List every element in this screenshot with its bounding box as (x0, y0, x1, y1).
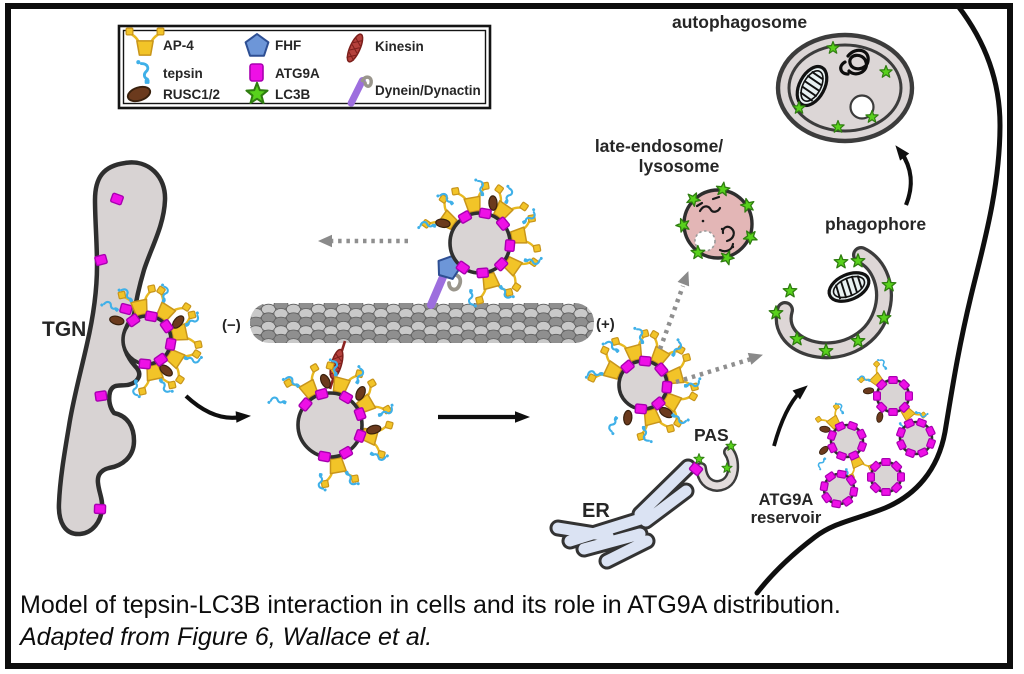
legend-label-atg9a: ATG9A (275, 66, 320, 81)
atg9a-icon (249, 63, 264, 82)
ap4-coated-vesicle (583, 325, 703, 445)
atg9a-reservoir-vesicle (814, 400, 876, 482)
atg9a-icon (849, 486, 859, 497)
reservoir-to-phagophore-arrow (772, 380, 812, 447)
atg9a-icon (866, 472, 876, 482)
microtubule (250, 303, 594, 343)
legend-item-fhf: FHF (244, 33, 301, 57)
legend-label-kinesin: Kinesin (375, 39, 424, 54)
legend-label-dynein: Dynein/Dynactin (375, 83, 481, 98)
atg9a-icon (881, 488, 891, 496)
legend-item-atg9a: ATG9A (249, 63, 320, 82)
atg9a-icon (896, 472, 906, 482)
atg9a-reservoir-vesicle (855, 356, 930, 436)
legend-label-rusc: RUSC1/2 (163, 87, 220, 102)
legend-item-tepsin: tepsin (134, 58, 203, 86)
atg9a-icon (661, 380, 673, 394)
atg9a-icon (476, 267, 490, 279)
late-endosome-label-line2: lysosome (639, 156, 720, 176)
cell-membrane-boundary (754, 3, 1003, 596)
er-label: ER (582, 500, 610, 522)
legend-label-lc3b: LC3B (275, 87, 311, 102)
atg9a-icon (314, 387, 329, 401)
vesicle-membrane (898, 420, 934, 456)
legend-item-lc3b: LC3B (245, 81, 311, 104)
atg9a-icon (634, 403, 648, 415)
phagophore-label: phagophore (825, 214, 926, 234)
atg9a-icon (888, 408, 898, 416)
legend-item-kinesin: Kinesin (343, 31, 424, 65)
late-endosome-label-line1: late-endosome/ (595, 136, 723, 156)
atg9a-reservoir-vesicle (819, 469, 859, 509)
legend-box: AP-4 tepsin RUSC1/2 FHF ATG9A LC3B Kines… (117, 24, 492, 110)
ap4-coated-vesicle (415, 177, 545, 309)
caption-line1: Model of tepsin-LC3B interaction in cell… (20, 591, 841, 619)
legend-label-ap4: AP-4 (163, 38, 194, 53)
atg9a-icon (138, 358, 152, 370)
atg9a-icon (93, 503, 107, 515)
cargo-scribble (839, 48, 870, 76)
mt-minus-label: (−) (222, 317, 241, 334)
tgn-to-vesicle-arrow (184, 394, 252, 423)
ap4-coated-vesicle (98, 282, 205, 400)
phagophore-organelle (768, 246, 897, 360)
atg9a-icon (836, 469, 847, 479)
atg9a-reservoir-label-line2: reservoir (751, 509, 822, 527)
atg9a-icon (904, 391, 914, 401)
caption-line2: Adapted from Figure 6, Wallace et al. (18, 623, 432, 651)
atg9a-icon (317, 450, 332, 463)
rusc-icon (488, 195, 498, 211)
mt-plus-label: (+) (596, 316, 615, 333)
vesicle-to-endosome-dotted-arrow (657, 268, 695, 350)
atg9a-icon (504, 239, 516, 253)
atg9a-icon (881, 458, 891, 466)
atg9a-icon (478, 207, 493, 220)
anterograde-arrow (438, 411, 530, 423)
er-organelle (549, 458, 697, 570)
atg9a-icon (93, 253, 109, 267)
atg9a-icon (888, 376, 898, 384)
atg9a-reservoir-vesicle (866, 458, 906, 496)
atg9a-reservoir-vesicle (895, 417, 937, 459)
atg9a-icon (118, 302, 134, 316)
autophagosome-organelle (775, 32, 915, 144)
atg9a-icon (638, 355, 652, 367)
caption: Model of tepsin-LC3B interaction in cell… (18, 591, 841, 651)
legend-label-tepsin: tepsin (163, 66, 203, 81)
atg9a-icon (164, 337, 177, 352)
pas-site (688, 440, 740, 493)
pas-label: PAS (694, 425, 729, 445)
legend-label-fhf: FHF (275, 38, 301, 53)
atg9a-icon (94, 390, 108, 402)
legend-item-ap4: AP-4 (124, 26, 194, 57)
atg9a-icon (144, 310, 159, 323)
autophagosome-label: autophagosome (672, 12, 807, 32)
ap4-coated-vesicle (265, 357, 397, 493)
atg9a-icon (819, 481, 829, 492)
vesicle-membrane (829, 423, 865, 459)
phagophore-to-autophagosome-arrow (890, 141, 913, 206)
transport-vesicles (98, 177, 937, 509)
legend-item-rusc: RUSC1/2 (125, 83, 220, 105)
atg9a-icon (831, 499, 842, 509)
late-endosome-lysosome (674, 180, 761, 268)
legend-item-dynein: Dynein/Dynactin (351, 75, 481, 105)
tgn-label: TGN (42, 318, 86, 341)
atg9a-reservoir-label-line1: ATG9A (759, 491, 814, 509)
atg9a-icon (872, 391, 882, 401)
